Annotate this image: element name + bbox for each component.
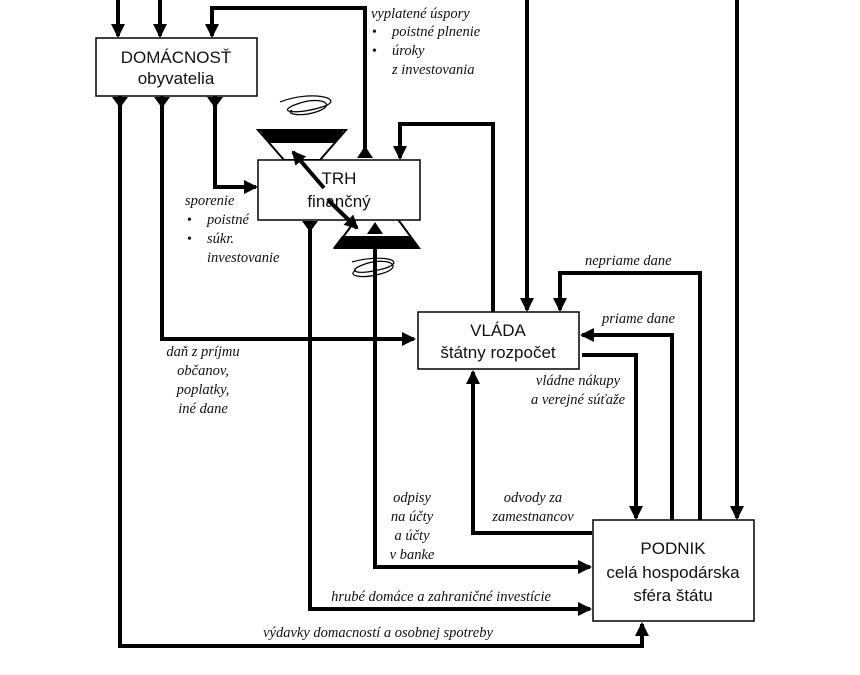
flow-gross-investment	[308, 222, 592, 616]
svg-text:občanov,: občanov,	[177, 363, 229, 379]
label-gross-investment: hrubé domáce a zahraničné investície	[331, 589, 551, 605]
flow-gov-to-market	[393, 122, 495, 312]
svg-text:úroky: úroky	[392, 43, 425, 59]
label-household-spending: výdavky domacností a osobnej spotreby	[263, 625, 493, 641]
market-arrow-up	[291, 150, 326, 190]
svg-text:•: •	[187, 232, 192, 247]
household-out-arrow-1	[112, 97, 128, 108]
label-gov-purchases: vládne nákupy a verejné súťaže	[531, 373, 626, 408]
household-out-arrow-3	[207, 97, 223, 108]
flow-depreciation	[373, 222, 592, 574]
svg-text:sporenie: sporenie	[185, 193, 235, 209]
government-title: VLÁDA	[470, 321, 526, 340]
firm-subtitle-1: celá hospodárska	[606, 563, 740, 582]
household-subtitle: obyvatelia	[138, 69, 215, 88]
svg-text:v banke: v banke	[390, 547, 435, 563]
svg-text:a účty: a účty	[394, 528, 430, 544]
flow-employee-levies	[466, 370, 592, 535]
flow-savings	[213, 96, 258, 194]
label-savings: sporenie • poistné • súkr. investovanie	[185, 193, 280, 266]
squiggle-top	[279, 95, 332, 116]
market-out-arrow-2	[367, 222, 383, 234]
squiggle-bottom	[351, 257, 395, 278]
flow-gov-purchases	[582, 353, 643, 520]
market-out-arrow-1	[302, 221, 318, 232]
svg-text:poistné: poistné	[206, 212, 249, 228]
svg-text:na účty: na účty	[391, 509, 434, 525]
flow-household-spending	[118, 96, 649, 648]
label-indirect-taxes: nepriame dane	[585, 253, 672, 269]
svg-text:daň z príjmu: daň z príjmu	[166, 344, 239, 360]
svg-text:•: •	[187, 213, 192, 228]
svg-text:z investovania: z investovania	[391, 62, 475, 78]
svg-text:a verejné súťaže: a verejné súťaže	[531, 392, 626, 408]
household-out-arrow-2	[154, 97, 170, 108]
label-payouts: vyplatené úspory • poistné plnenie • úro…	[371, 6, 481, 78]
svg-text:odpisy: odpisy	[393, 490, 431, 506]
household-title: DOMÁCNOSŤ	[121, 48, 232, 67]
flow-direct-taxes	[580, 328, 674, 520]
svg-text:iné dane: iné dane	[178, 401, 228, 417]
svg-text:súkr.: súkr.	[207, 231, 234, 247]
svg-text:poplatky,: poplatky,	[176, 382, 230, 398]
flow-payouts	[205, 6, 367, 158]
label-depreciation: odpisy na účty a účty v banke	[390, 490, 435, 563]
flow-income-tax	[160, 96, 416, 346]
svg-text:•: •	[372, 44, 377, 59]
svg-text:•: •	[372, 25, 377, 40]
household-box	[95, 37, 258, 97]
firm-subtitle-2: sféra štátu	[633, 586, 712, 605]
svg-text:odvody za: odvody za	[504, 490, 562, 506]
firm-title: PODNIK	[640, 539, 706, 558]
label-income-tax: daň z príjmu občanov, poplatky, iné dane	[166, 344, 239, 417]
market-subtitle: finančný	[307, 192, 371, 211]
market-arrow-down	[326, 198, 359, 230]
svg-text:poistné plnenie: poistné plnenie	[391, 24, 481, 40]
label-employee-levies: odvody za zamestnancov	[491, 490, 574, 525]
svg-text:zamestnancov: zamestnancov	[491, 509, 574, 525]
label-direct-taxes: priame dane	[601, 311, 675, 327]
market-in-arrow-1	[357, 146, 373, 158]
government-subtitle: štátny rozpočet	[440, 343, 556, 362]
market-title: TRH	[322, 169, 357, 188]
svg-text:vyplatené úspory: vyplatené úspory	[371, 6, 470, 22]
svg-text:investovanie: investovanie	[207, 250, 280, 266]
svg-text:vládne nákupy: vládne nákupy	[536, 373, 621, 389]
firm-box	[592, 519, 755, 622]
flow-indirect-taxes	[553, 271, 702, 520]
government-box	[417, 311, 580, 370]
